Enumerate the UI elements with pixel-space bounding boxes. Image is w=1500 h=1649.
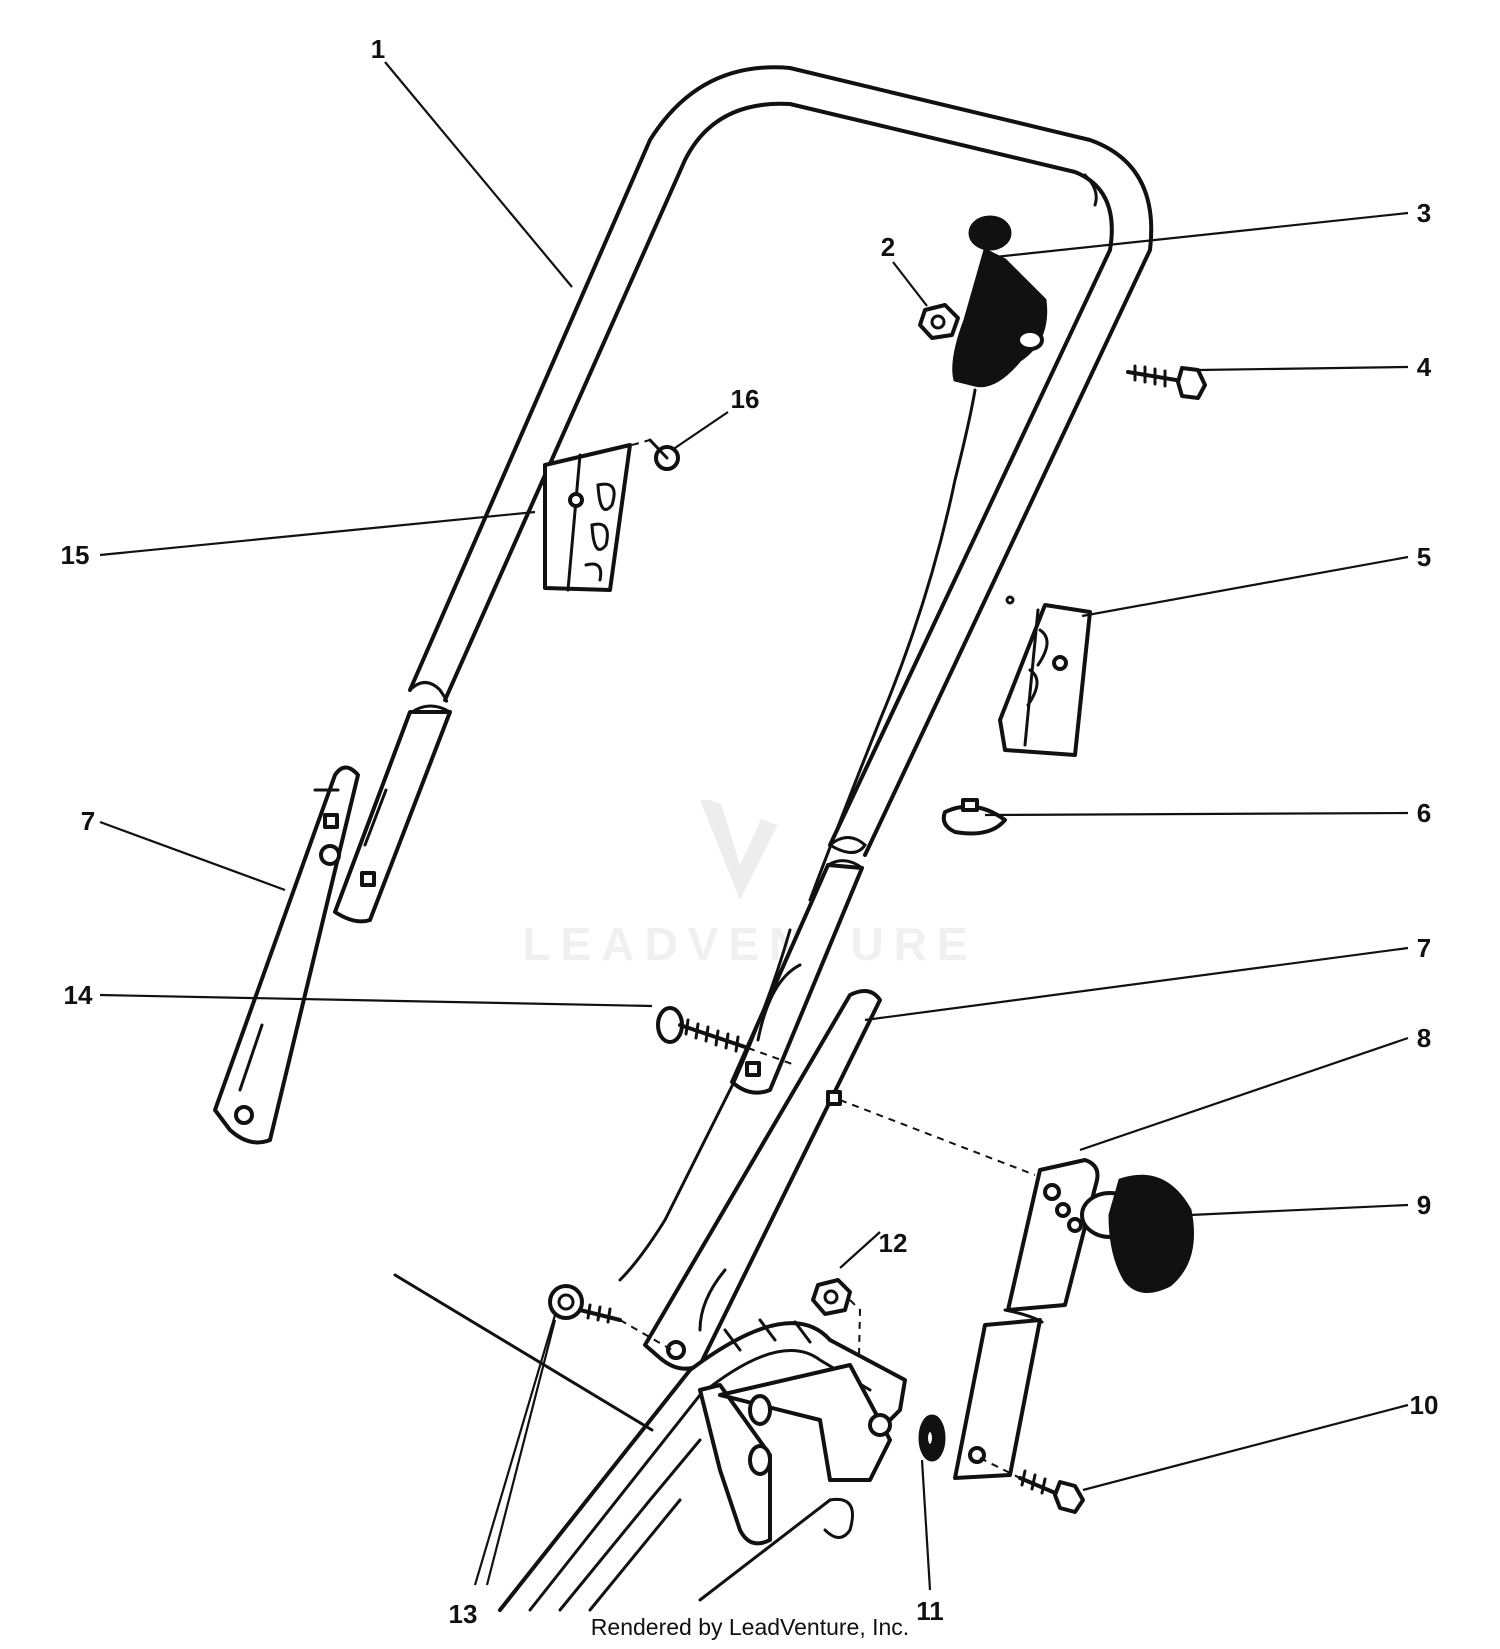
bolt-13 — [548, 1284, 673, 1351]
callout-1: 1 — [371, 34, 385, 64]
mower-deck-section — [393, 1273, 907, 1612]
nut-2 — [918, 303, 960, 340]
callout-8: 8 — [1417, 1023, 1431, 1053]
cable-guide-bracket-15 — [543, 439, 651, 592]
callout-16: 16 — [731, 384, 760, 414]
callout-15: 15 — [61, 540, 90, 570]
throttle-cable-lower — [618, 928, 792, 1282]
callout-2: 2 — [881, 232, 895, 262]
callout-5: 5 — [1417, 542, 1431, 572]
callout-13: 13 — [449, 1599, 478, 1629]
cable-guide-bracket-5 — [998, 595, 1092, 757]
handle-bracket-8 — [953, 1158, 1100, 1480]
callout-4: 4 — [1417, 352, 1432, 382]
callout-3: 3 — [1417, 198, 1431, 228]
callout-7-left: 7 — [81, 806, 95, 836]
credit-line: Rendered by LeadVenture, Inc. — [590, 1614, 910, 1640]
upper-handle-left-lower-section — [333, 704, 452, 924]
bolt-10 — [1018, 1469, 1085, 1514]
callout-12: 12 — [879, 1228, 908, 1258]
callout-11: 11 — [916, 1596, 944, 1626]
bolt-4 — [1126, 364, 1207, 400]
leader-lines — [99, 61, 1409, 1591]
callout-10: 10 — [1410, 1390, 1439, 1420]
watermark-text: LEADVENTURE — [522, 918, 977, 970]
screw-16 — [648, 438, 680, 471]
carriage-bolt-14 — [656, 1006, 750, 1053]
callout-9: 9 — [1417, 1190, 1431, 1220]
nut-12 — [811, 1278, 862, 1401]
callout-labels: 1 2 3 4 5 6 7 7 8 9 10 11 12 13 14 15 16 — [61, 34, 1439, 1629]
throttle-control — [952, 215, 1048, 388]
callout-14: 14 — [64, 980, 93, 1010]
knob-9 — [1080, 1174, 1194, 1293]
washer-11 — [918, 1414, 946, 1462]
cable-clip-6 — [941, 798, 1007, 836]
upper-handle-tube — [408, 65, 1154, 857]
callout-6: 6 — [1417, 798, 1431, 828]
lower-handle-left — [213, 765, 360, 1145]
throttle-cable — [808, 388, 977, 902]
callout-7-right: 7 — [1417, 933, 1431, 963]
